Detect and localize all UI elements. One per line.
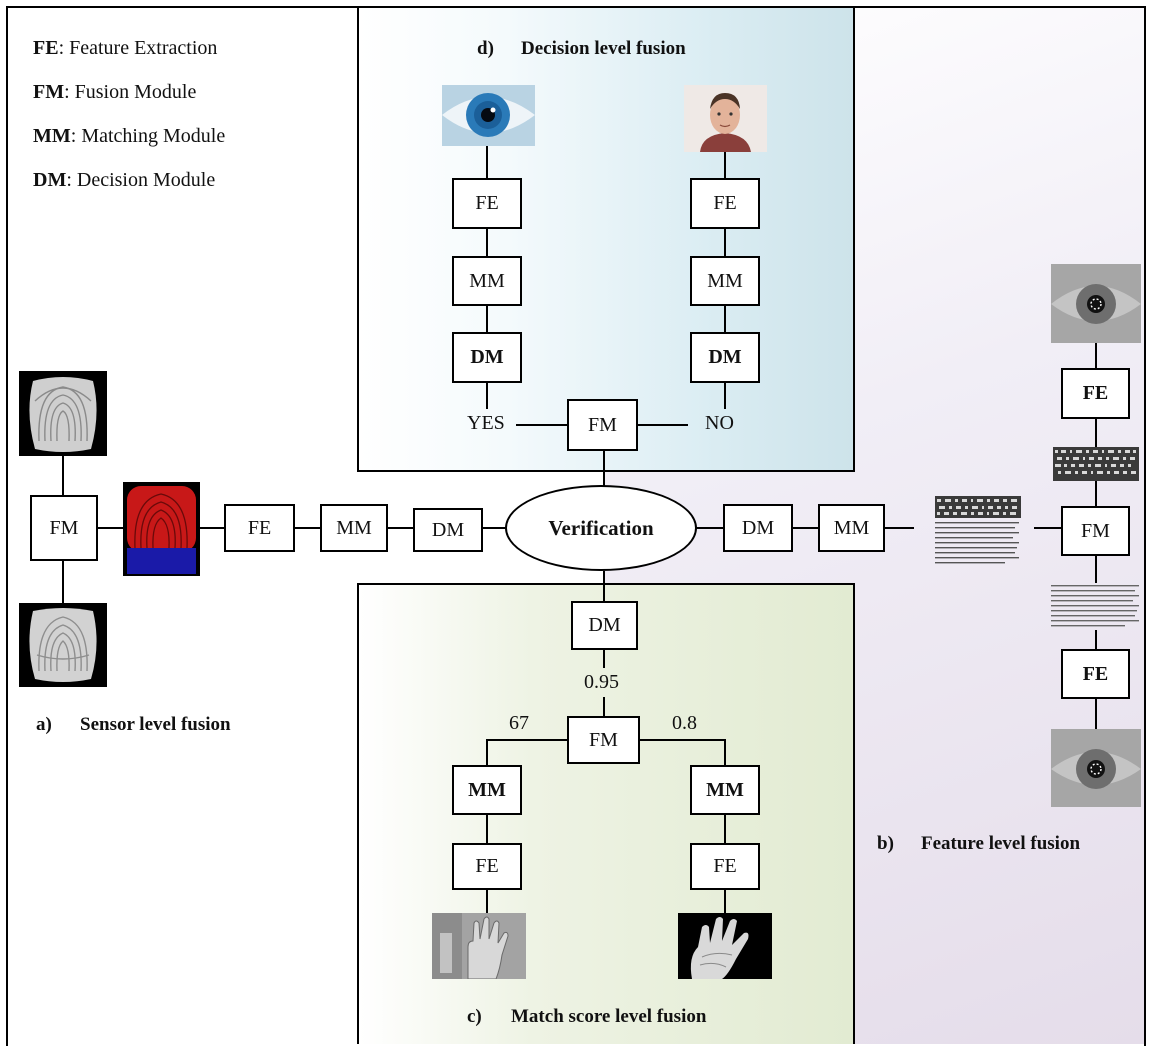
outer-frame [6,6,1146,1046]
feature-fm-box: FM [1061,506,1130,556]
feature-bottom-fe-box: FE [1061,649,1130,699]
score-right-fe-box: FE [690,843,760,890]
decision-yes-label: YES [467,412,505,434]
fingerprint-image-top [19,371,107,456]
fused-fingerprint-image [123,482,200,576]
sensor-fe-box: FE [224,504,295,552]
feature-code-image-top [1053,447,1139,481]
right-score-label: 0.8 [672,712,697,734]
sensor-dm-box: DM [413,508,483,552]
feature-dm-box: DM [723,504,793,552]
decision-left-dm-box: DM [452,332,522,383]
legend-item-fe: FE: Feature Extraction [33,37,218,59]
verification-node: Verification [505,485,697,571]
score-fm-box: FM [567,716,640,764]
palm-image [678,913,772,979]
caption-decision-level: d)Decision level fusion [477,38,686,59]
decision-right-fe-box: FE [690,178,760,229]
sensor-mm-box: MM [320,504,388,552]
score-left-fe-box: FE [452,843,522,890]
decision-no-label: NO [705,412,734,434]
decision-left-fe-box: FE [452,178,522,229]
fused-score-label: 0.95 [584,671,619,693]
decision-fm-box: FM [567,399,638,451]
decision-left-mm-box: MM [452,256,522,306]
hand-image [432,913,526,979]
caption-sensor-level: a)Sensor level fusion [36,714,231,735]
decision-right-dm-box: DM [690,332,760,383]
legend-item-fm: FM: Fusion Module [33,81,197,103]
decision-level-panel [357,6,855,472]
eye-image [442,85,535,146]
score-right-mm-box: MM [690,765,760,815]
feature-top-fe-box: FE [1061,368,1130,419]
caption-match-score-level: c)Match score level fusion [467,1006,707,1027]
feature-code-image-bottom [1051,583,1141,630]
score-dm-box: DM [571,601,638,650]
iris-image-bottom [1051,729,1141,807]
iris-image-top [1051,264,1141,343]
left-score-label: 67 [509,712,529,734]
fingerprint-image-bottom [19,603,107,687]
decision-right-mm-box: MM [690,256,760,306]
caption-feature-level: b)Feature level fusion [877,833,1081,854]
legend-item-dm: DM: Decision Module [33,169,216,191]
score-left-mm-box: MM [452,765,522,815]
face-image [684,85,767,152]
legend-item-mm: MM: Matching Module [33,125,226,147]
feature-mm-box: MM [818,504,885,552]
sensor-fm-box: FM [30,495,98,561]
feature-code-image-left [935,496,1021,568]
legend: FE: Feature Extraction FM: Fusion Module… [33,26,225,202]
